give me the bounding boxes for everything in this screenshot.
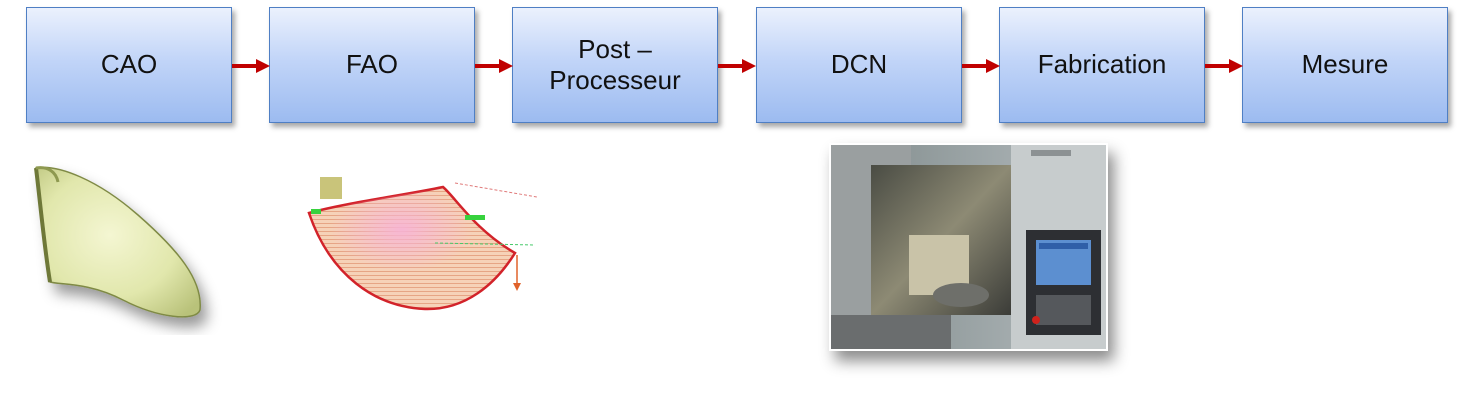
cam-part-image — [307, 177, 538, 311]
step-post-processeur: Post – Processeur — [512, 7, 718, 123]
step-label-line1: Post – — [578, 33, 652, 64]
cad-part-image — [34, 166, 201, 318]
arrow-icon — [1205, 59, 1243, 73]
step-cao: CAO — [26, 7, 232, 123]
cnc-machine-illustration — [831, 145, 1106, 349]
step-label-line2: Processeur — [549, 65, 681, 95]
step-label: Fabrication — [1037, 49, 1167, 80]
step-label: CAO — [100, 49, 158, 80]
step-mesure: Mesure — [1242, 7, 1448, 123]
arrow-icon — [232, 59, 270, 73]
step-label: FAO — [345, 49, 398, 80]
step-label: Mesure — [1301, 49, 1389, 80]
step-dcn: DCN — [756, 7, 962, 123]
step-fao: FAO — [269, 7, 475, 123]
cnc-machine-photo — [829, 143, 1108, 351]
step-label: DCN — [830, 49, 888, 80]
step-fabrication: Fabrication — [999, 7, 1205, 123]
arrow-icon — [962, 59, 1000, 73]
arrow-icon — [475, 59, 513, 73]
arrow-icon — [718, 59, 756, 73]
